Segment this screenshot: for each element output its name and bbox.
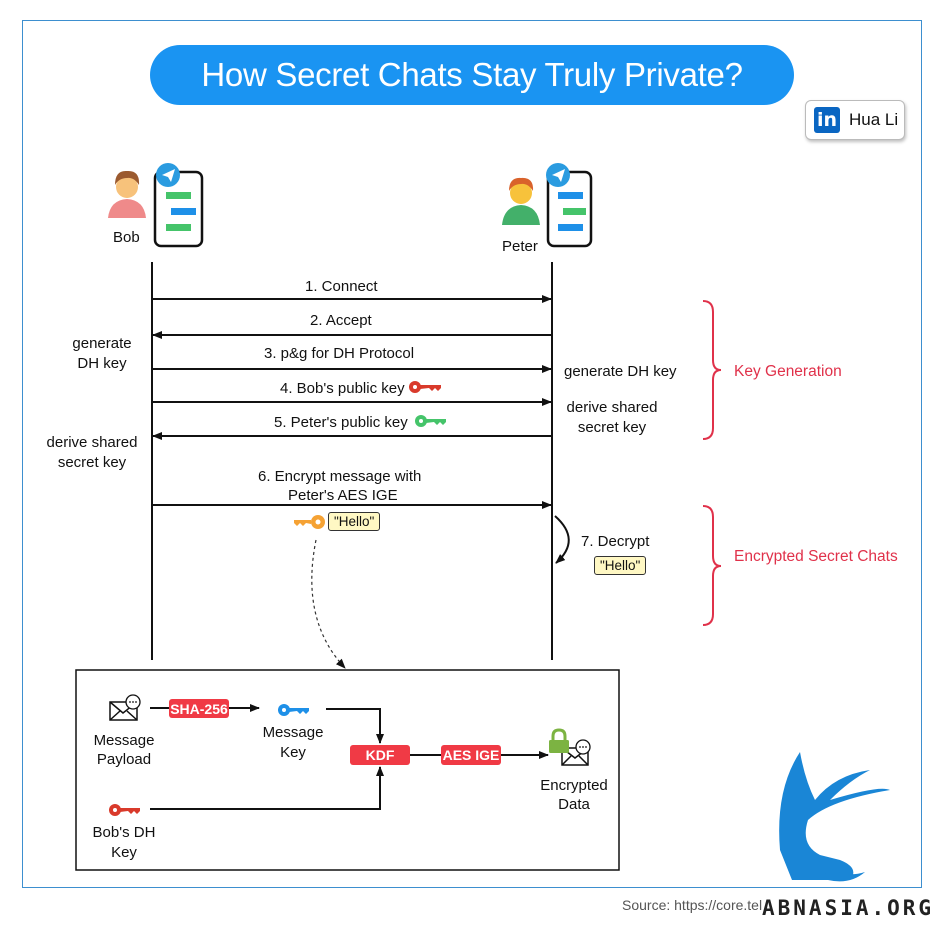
dashed-connector [311, 539, 346, 669]
peter-derive-2: secret key [577, 419, 647, 436]
decrypted-hello: "Hello" [594, 556, 647, 575]
message-label-3: 3. p&g for DH Protocol [264, 345, 415, 362]
peter-avatar-icon [502, 177, 540, 225]
peter-phone-icon [546, 170, 593, 248]
dh-key-label-2: Key [111, 844, 137, 861]
source-link[interactable]: Source: https://core.tel [622, 897, 763, 913]
telegram-icon [546, 163, 570, 187]
peter-generate: generate DH key [564, 363, 677, 380]
encrypted-hello: "Hello" [328, 512, 381, 531]
linkedin-icon: in [814, 107, 840, 133]
bob-generate-2: DH key [77, 355, 127, 372]
message-key-icon [278, 704, 309, 716]
message-label-1: 1. Connect [305, 278, 378, 295]
telegram-icon [156, 163, 180, 187]
pipeline-box [75, 669, 620, 871]
payload-label-2: Payload [96, 751, 152, 768]
author-name: Hua Li [849, 110, 899, 129]
message-label-6b: Peter's AES IGE [288, 487, 398, 504]
phase-key-generation: Key Generation [734, 363, 842, 380]
bob-phone-icon [153, 170, 204, 248]
message-label-4: 4. Bob's public key [280, 380, 405, 397]
message-label-6a: 6. Encrypt message with [258, 468, 422, 485]
arrow-dh-to-kdf [150, 766, 384, 810]
message-label-5: 5. Peter's public key [274, 414, 408, 431]
message-label-2: 2. Accept [310, 312, 372, 329]
arrow-key-to-kdf [326, 708, 384, 744]
watermark: ABNASIA.ORG [762, 896, 935, 920]
kdf-tag: KDF [350, 745, 410, 765]
bob-generate-1: generate [72, 335, 132, 352]
lock-icon [549, 728, 569, 753]
brace-key-generation [702, 300, 722, 440]
green-key-icon [415, 415, 446, 427]
message-key-label-2: Key [280, 744, 306, 761]
griffin-logo-icon [779, 752, 890, 882]
dh-key-icon [109, 804, 140, 816]
message-arrow-7 [554, 515, 570, 564]
dh-key-label-1: Bob's DH [92, 824, 156, 841]
message-envelope-icon [109, 694, 141, 721]
bob-derive-2: secret key [57, 454, 127, 471]
encrypted-data-label-1: Encrypted [540, 777, 608, 794]
aes-ige-tag: AES IGE [441, 745, 501, 765]
red-key-icon [409, 381, 441, 393]
brace-encrypted-chats [702, 505, 722, 626]
bob-avatar-icon [108, 170, 146, 218]
sha256-tag: SHA-256 [169, 699, 229, 718]
message-label-7: 7. Decrypt [581, 533, 650, 550]
bob-name: Bob [113, 229, 140, 246]
payload-label-1: Message [93, 732, 155, 749]
bob-derive-1: derive shared [46, 434, 138, 451]
page-title: How Secret Chats Stay Truly Private? [150, 45, 794, 105]
author-badge[interactable]: in Hua Li [805, 100, 905, 140]
peter-name: Peter [502, 238, 538, 255]
orange-key-icon [294, 515, 325, 529]
message-key-label-1: Message [262, 724, 324, 741]
peter-derive-1: derive shared [566, 399, 658, 416]
encrypted-data-label-2: Data [558, 796, 590, 813]
phase-encrypted-chats: Encrypted Secret Chats [734, 548, 898, 565]
